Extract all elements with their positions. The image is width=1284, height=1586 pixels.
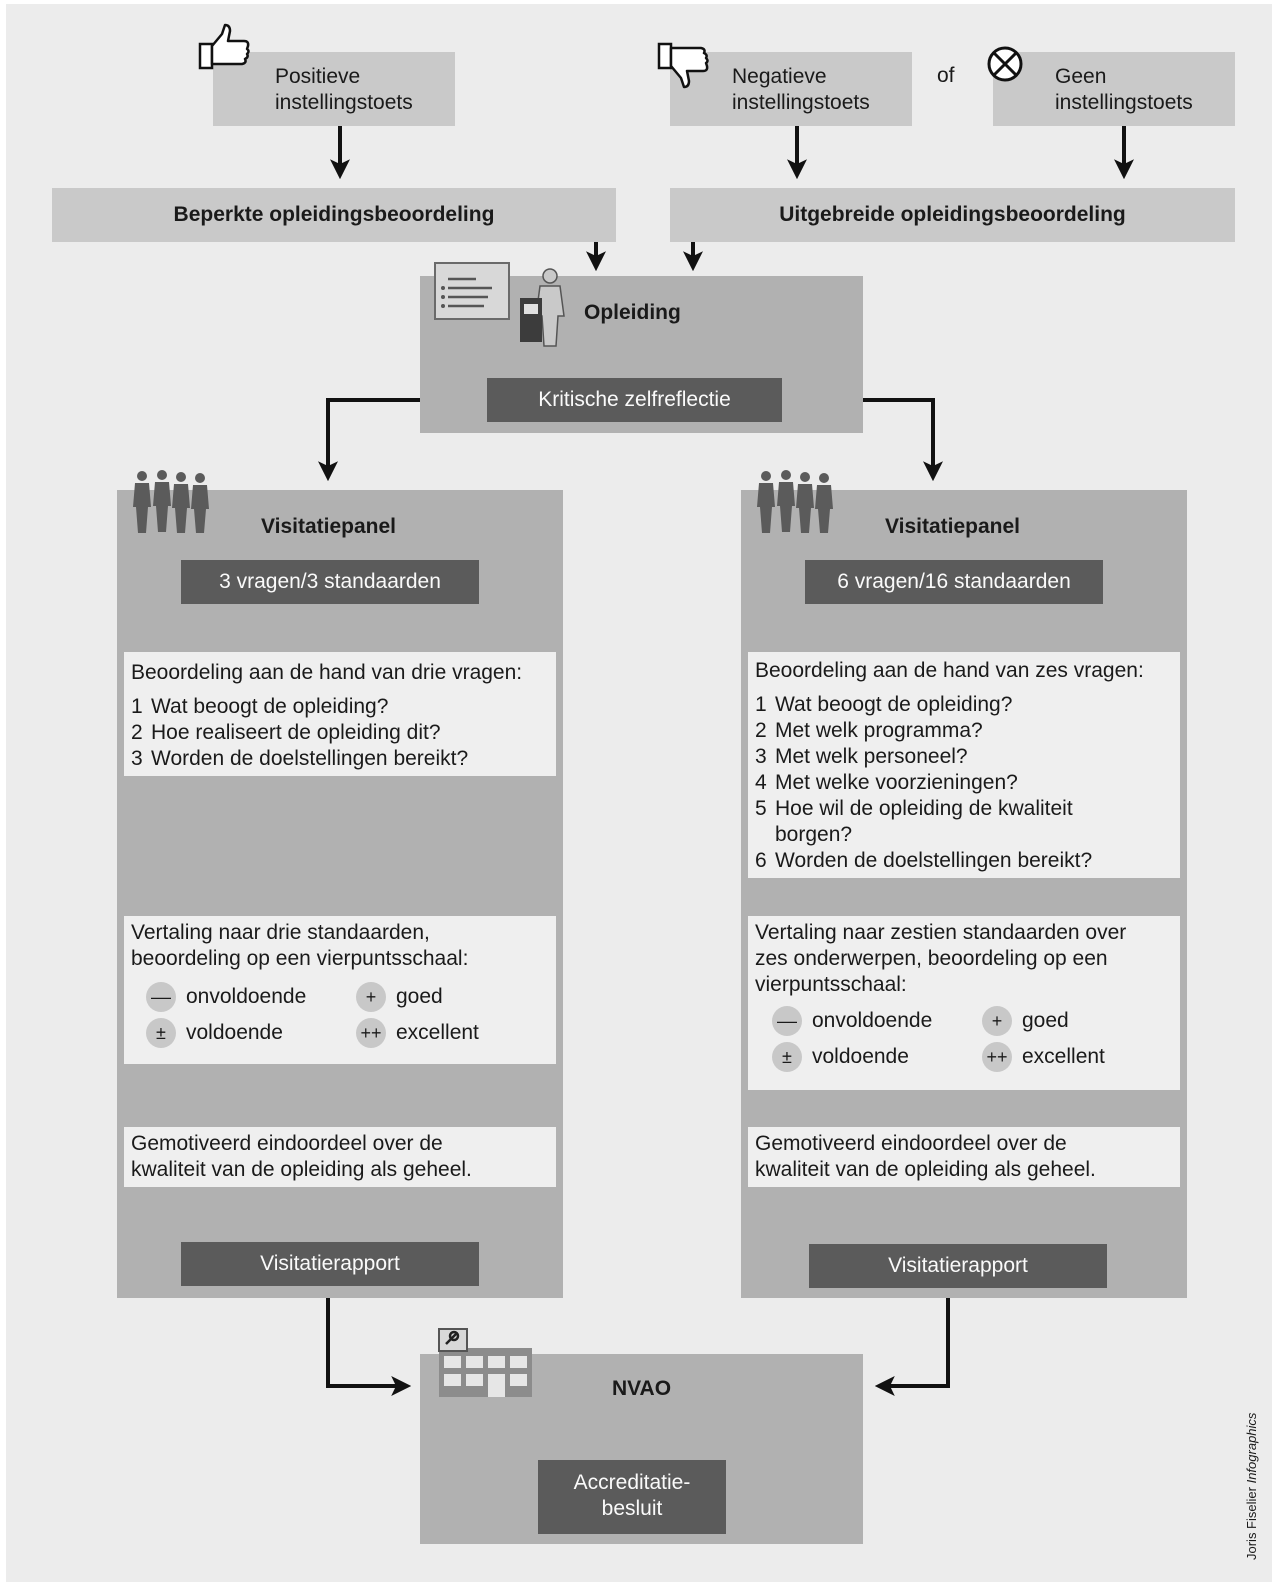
extended-assessment-box: Uitgebreide opleidingsbeoordeling [670,188,1235,242]
unsatisfactory-symbol: –– [146,982,176,1012]
right-verdict-text: Gemotiveerd eindoordeel over de kwalitei… [755,1132,1096,1181]
scale-excellent: ++excellent [356,1018,556,1048]
crossed-circle-icon [987,46,1023,82]
right-badge: 6 vragen/16 standaarden [805,560,1103,604]
left-panel-title: Visitatiepanel [261,515,397,538]
right-questions-box: Beoordeling aan de hand van zes vragen: … [748,652,1180,878]
scale-unsatisfactory: ––onvoldoende [772,1006,982,1036]
scale-excellent: ++excellent [982,1042,1182,1072]
credit-author: Joris Fiselier [1244,1487,1259,1560]
excellent-symbol: ++ [982,1042,1012,1072]
people-group-icon [757,470,833,533]
left-report-box: Visitatierapport [181,1242,479,1286]
satisfactory-symbol: ± [146,1018,176,1048]
no-test-label: Geen instellingstoets [1055,65,1193,114]
no-test-box: Geen instellingstoets [993,52,1235,126]
right-panel-title: Visitatiepanel [885,515,1021,538]
extended-assessment-label: Uitgebreide opleidingsbeoordeling [779,203,1126,226]
accreditation-decision-box: Accreditatie- besluit [538,1460,726,1534]
scale-satisfactory: ±voldoende [772,1042,982,1072]
negative-test-box: Negatieve instellingstoets [670,52,912,126]
arrow-right-report-to-nvao [874,1298,950,1396]
left-translation-box: Vertaling naar drie standaarden, beoorde… [124,916,556,1064]
limited-assessment-box: Beperkte opleidingsbeoordeling [52,188,616,242]
left-scale-legend: ––onvoldoende +goed ±voldoende ++excelle… [146,982,556,1048]
negative-test-label: Negatieve instellingstoets [732,65,870,114]
credit-line: Joris Fiselier Infographics [1244,1413,1259,1560]
thumbs-up-icon [198,23,250,70]
programme-title: Opleiding [584,301,681,324]
self-reflection-box: Kritische zelfreflectie [487,378,782,422]
positive-test-box: Positieve instellingstoets [213,52,455,126]
right-translation-text: Vertaling naar zestien standaarden over … [755,921,1127,996]
right-translation-box: Vertaling naar zestien standaarden over … [748,916,1180,1090]
scale-good: +goed [356,982,556,1012]
limited-assessment-label: Beperkte opleidingsbeoordeling [173,203,495,226]
left-questions-box: Beoordeling aan de hand van drie vragen:… [124,652,556,776]
satisfactory-symbol: ± [772,1042,802,1072]
person-with-book-icon [520,268,565,347]
scale-good: +goed [982,1006,1182,1036]
left-questions-intro: Beoordeling aan de hand van drie vragen: [131,661,523,684]
excellent-symbol: ++ [356,1018,386,1048]
left-translation-text: Vertaling naar drie standaarden, beoorde… [131,921,469,970]
unsatisfactory-symbol: –– [772,1006,802,1036]
building-icon [438,1328,532,1397]
nvao-title: NVAO [611,1377,672,1400]
arrow-programme-to-left-panel [318,398,420,482]
right-report-box: Visitatierapport [809,1244,1107,1288]
arrow-left-report-to-nvao [326,1298,412,1396]
people-group-icon [133,470,209,533]
right-verdict-box: Gemotiveerd eindoordeel over de kwalitei… [748,1127,1180,1187]
thumbs-down-icon [657,42,709,89]
or-label: of [937,64,955,87]
right-scale-legend: ––onvoldoende +goed ±voldoende ++excelle… [772,1006,1182,1072]
arrow-programme-to-right-panel [863,398,943,482]
left-verdict-box: Gemotiveerd eindoordeel over de kwalitei… [124,1127,556,1187]
good-symbol: + [356,982,386,1012]
credit-label: Infographics [1244,1412,1259,1484]
positive-test-label: Positieve instellingstoets [275,65,413,114]
left-badge: 3 vragen/3 standaarden [181,560,479,604]
scale-satisfactory: ±voldoende [146,1018,356,1048]
left-verdict-text: Gemotiveerd eindoordeel over de kwalitei… [131,1132,472,1181]
right-questions-intro: Beoordeling aan de hand van zes vragen: [755,659,1144,682]
document-list-icon [434,262,510,320]
good-symbol: + [982,1006,1012,1036]
scale-unsatisfactory: ––onvoldoende [146,982,356,1012]
